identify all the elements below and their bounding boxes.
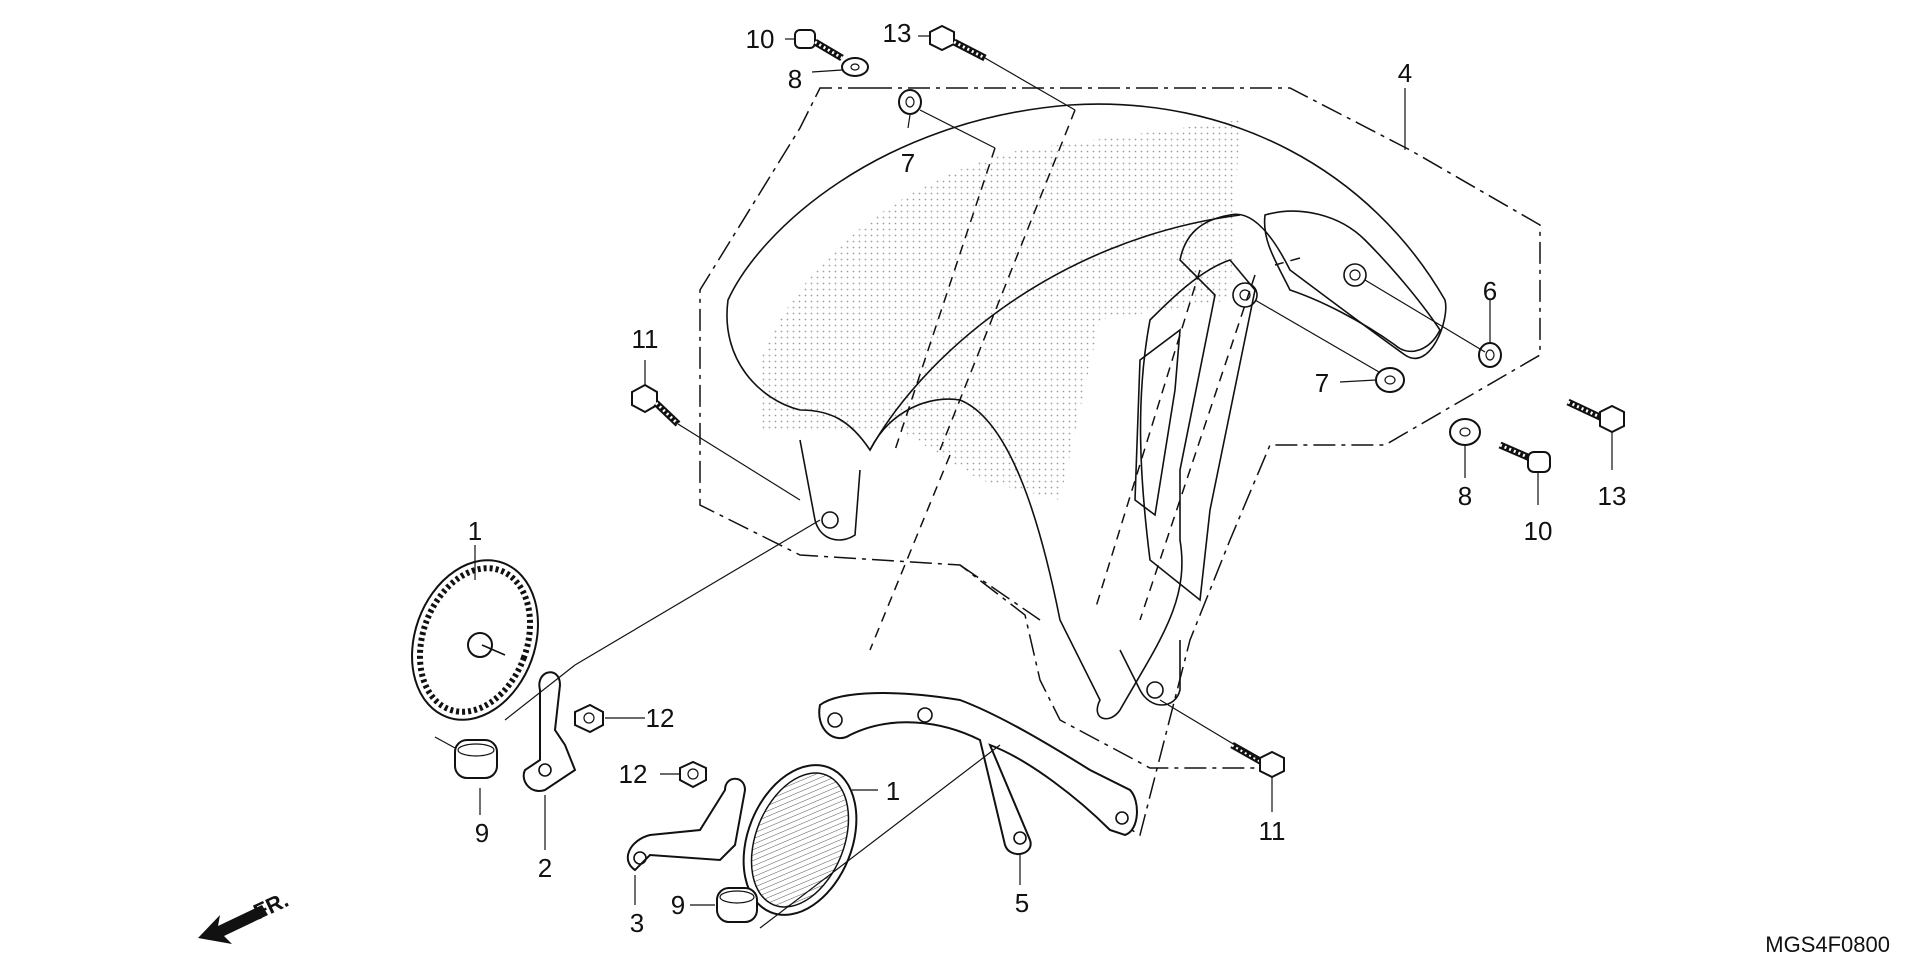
callout-4: 4 xyxy=(1398,58,1412,88)
bolt-11-left xyxy=(631,383,681,427)
reflector-stay-3 xyxy=(626,777,747,872)
callout-12-upper: 12 xyxy=(646,703,675,733)
callout-10-right: 10 xyxy=(1524,516,1553,546)
callout-2: 2 xyxy=(538,853,552,883)
callout-8-top: 8 xyxy=(788,64,802,94)
bolt-13-top xyxy=(929,24,987,62)
front-arrow-icon xyxy=(198,905,268,944)
collar-7-right xyxy=(1375,367,1405,393)
callout-5: 5 xyxy=(1015,888,1029,918)
callout-7-top: 7 xyxy=(901,148,915,178)
callout-6: 6 xyxy=(1483,276,1497,306)
bolt-11-right xyxy=(1230,741,1285,779)
leader-lines xyxy=(434,35,1613,929)
nut-12-upper xyxy=(574,703,604,734)
reflector-stay-2 xyxy=(522,671,577,792)
callout-9-right: 9 xyxy=(671,890,685,920)
bolt-10-right xyxy=(1498,441,1551,473)
callout-7-right: 7 xyxy=(1315,368,1329,398)
collar-6 xyxy=(1478,342,1502,368)
reflector-lower xyxy=(742,764,858,916)
diagram-code: MGS4F0800 xyxy=(1765,932,1890,957)
callout-3: 3 xyxy=(630,908,644,938)
callout-13-top: 13 xyxy=(883,18,912,48)
callout-8-right: 8 xyxy=(1458,481,1472,511)
reflector-upper xyxy=(411,559,539,721)
front-direction-indicator: FR. xyxy=(198,887,292,944)
callout-10-top: 10 xyxy=(746,24,775,54)
callout-1-upper: 1 xyxy=(468,516,482,546)
front-fender xyxy=(726,103,1447,720)
washer-8-right xyxy=(1449,418,1481,446)
callout-9-left: 9 xyxy=(475,818,489,848)
callouts: 10 8 13 7 4 6 7 8 10 13 11 11 1 1 12 12 … xyxy=(468,18,1627,938)
nut-12-lower xyxy=(679,760,707,789)
callout-12-lower: 12 xyxy=(619,759,648,789)
callout-13-right: 13 xyxy=(1598,481,1627,511)
callout-1-lower: 1 xyxy=(886,776,900,806)
collar-7-top xyxy=(898,89,922,115)
washer-8-top xyxy=(841,57,869,77)
bolt-10-top xyxy=(794,29,844,62)
callout-11-left: 11 xyxy=(632,324,659,354)
assembly-outline xyxy=(699,87,1541,837)
bolt-13-right xyxy=(1566,398,1625,434)
bracket-5 xyxy=(818,692,1138,855)
callout-11-right: 11 xyxy=(1259,816,1286,846)
hidden-lines xyxy=(869,109,1301,651)
grommet-9-right xyxy=(716,887,758,923)
grommet-9-left xyxy=(454,739,498,779)
